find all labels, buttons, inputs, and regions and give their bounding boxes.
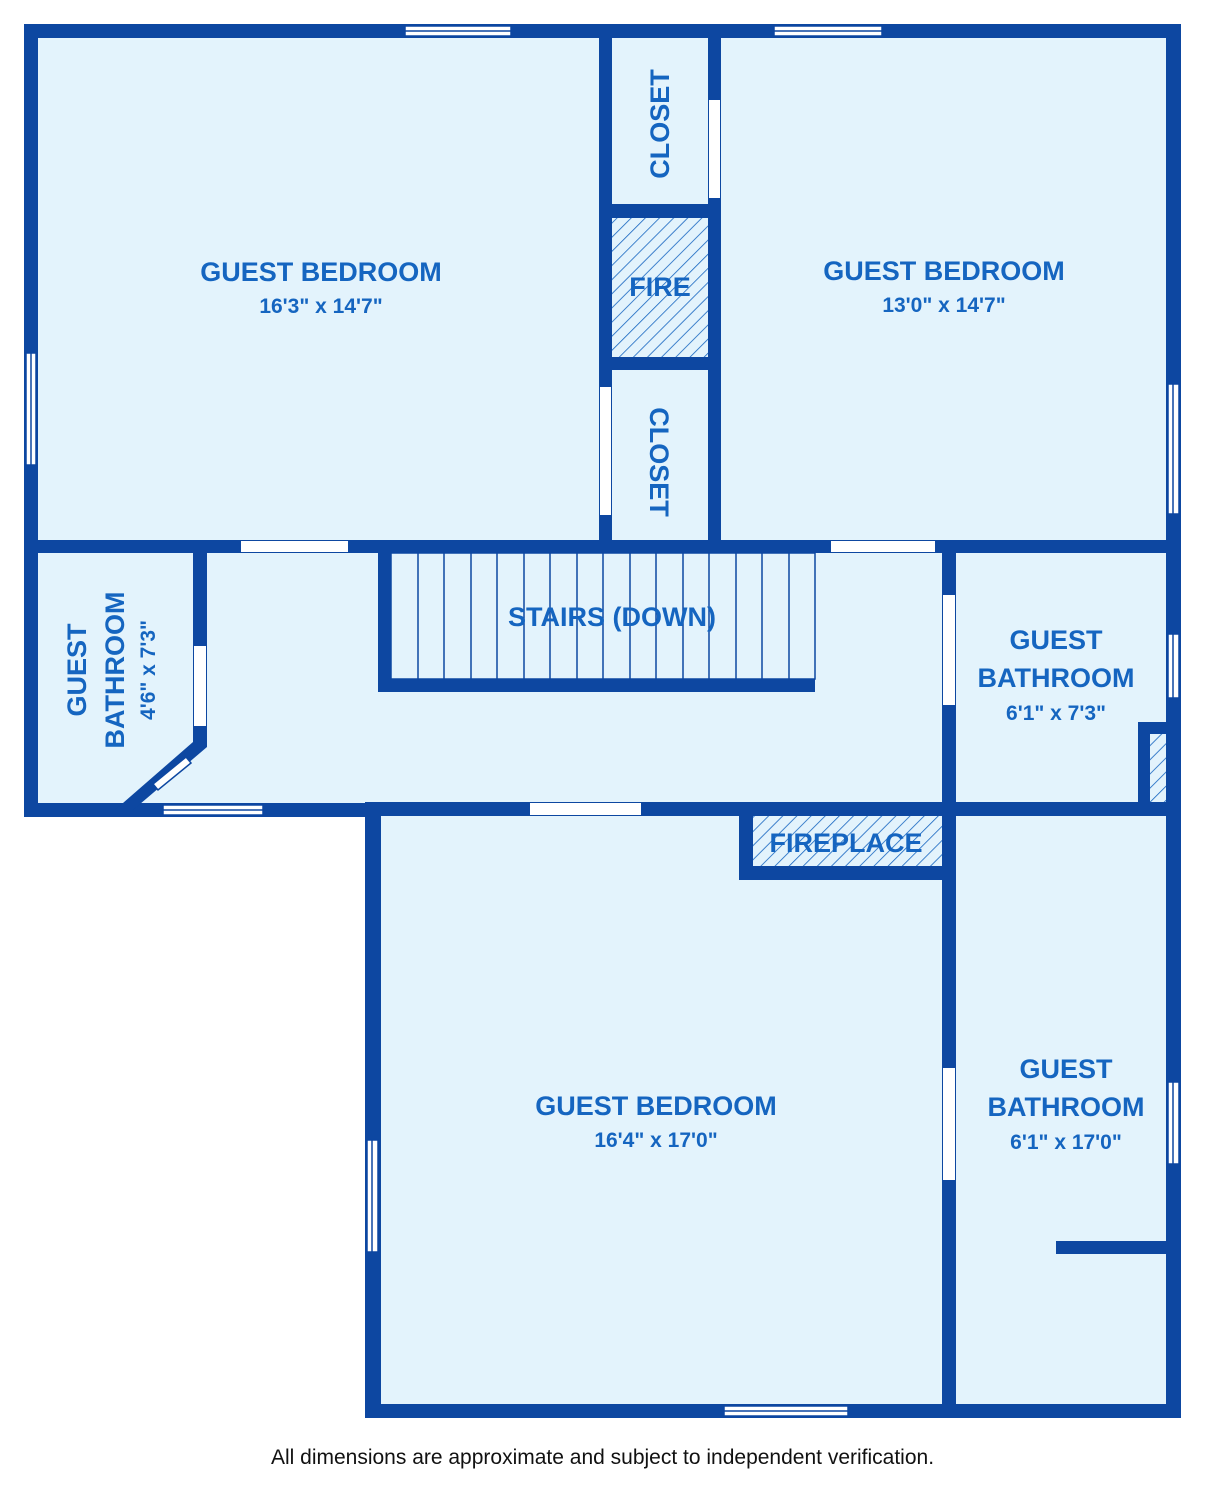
- chase-hatch: [1150, 734, 1166, 802]
- stairs-label: STAIRS (DOWN): [508, 602, 716, 632]
- room-name-label: GUEST: [1009, 625, 1103, 655]
- room-dimension-label: 16'3" x 14'7": [259, 295, 382, 318]
- room-name-label: BATHROOM: [988, 1092, 1145, 1122]
- room-dimension-label: 13'0" x 14'7": [882, 294, 1005, 317]
- room-dimension-label: 6'1" x 7'3": [1006, 702, 1106, 725]
- room-guest-bathroom-se: GUEST BATHROOM 6'1" x 17'0": [988, 1054, 1145, 1154]
- room-name-label: GUEST BEDROOM: [535, 1091, 777, 1121]
- fire-hatch: [612, 218, 708, 357]
- fireplace: FIREPLACE: [769, 828, 922, 858]
- stair-treads: [390, 552, 816, 680]
- stairs: STAIRS (DOWN): [508, 602, 716, 632]
- room-name-label: GUEST BEDROOM: [200, 257, 442, 287]
- room-name-label: GUEST BEDROOM: [823, 256, 1065, 286]
- room-guest-bathroom-w: GUEST BATHROOM 4'6" x 7'3": [62, 592, 160, 749]
- closet-label: CLOSET: [644, 407, 674, 517]
- room-guest-bedroom-ne: GUEST BEDROOM 13'0" x 14'7": [823, 256, 1065, 317]
- room-dimension-label: 4'6" x 7'3": [137, 620, 160, 720]
- fire-label: FIRE: [629, 272, 691, 302]
- fire-top: FIRE: [629, 272, 691, 302]
- room-name-label: GUEST: [1019, 1054, 1113, 1084]
- room-dimension-label: 16'4" x 17'0": [594, 1129, 717, 1152]
- closet-top: CLOSET: [645, 69, 675, 179]
- closet-label: CLOSET: [645, 69, 675, 179]
- closet-mid: CLOSET: [644, 407, 674, 517]
- room-name-label: BATHROOM: [100, 592, 130, 749]
- fireplace-label: FIREPLACE: [769, 828, 922, 858]
- room-name-label: BATHROOM: [978, 663, 1135, 693]
- room-guest-bedroom-s: GUEST BEDROOM 16'4" x 17'0": [535, 1091, 777, 1152]
- room-name-label: GUEST: [62, 623, 92, 717]
- room-guest-bathroom-e: GUEST BATHROOM 6'1" x 7'3": [978, 625, 1135, 725]
- windows: [25, 25, 1180, 1417]
- door-openings: [194, 100, 955, 1180]
- floor-plan: GUEST BEDROOM 16'3" x 14'7" GUEST BEDROO…: [24, 24, 1181, 1418]
- fireplace-hatch: [753, 816, 942, 866]
- room-dimension-label: 6'1" x 17'0": [1010, 1131, 1122, 1154]
- room-guest-bedroom-nw: GUEST BEDROOM 16'3" x 14'7": [200, 257, 442, 318]
- disclaimer-text: All dimensions are approximate and subje…: [270, 1446, 935, 1469]
